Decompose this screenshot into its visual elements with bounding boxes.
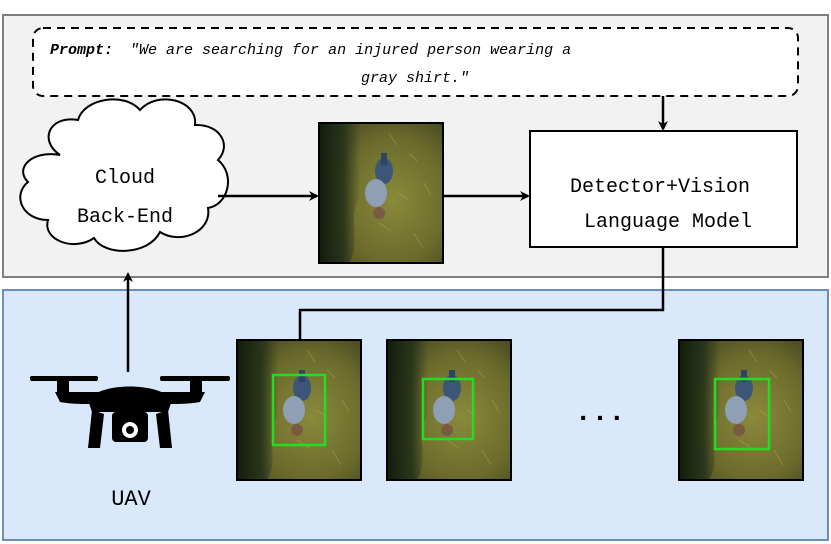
model-label-2: Language Model bbox=[584, 211, 752, 234]
detection-frame-2 bbox=[386, 339, 512, 481]
prompt-label: Prompt: bbox=[50, 42, 113, 59]
detection-frame-n bbox=[678, 339, 804, 481]
detection-frame-1 bbox=[236, 339, 362, 481]
bounding-box bbox=[271, 373, 327, 447]
cloud-label-1: Cloud bbox=[95, 167, 155, 190]
bounding-box bbox=[713, 377, 771, 451]
cloud-label-2: Back-End bbox=[77, 206, 173, 229]
prompt-line-1: Prompt: "We are searching for an injured… bbox=[50, 42, 571, 59]
cloud-icon bbox=[19, 98, 229, 252]
prompt-text-1: "We are searching for an injured person … bbox=[130, 42, 571, 59]
uav-label: UAV bbox=[111, 487, 151, 512]
prompt-line-2: gray shirt." bbox=[361, 70, 469, 87]
model-label-1: Detector+Vision bbox=[570, 176, 750, 199]
ellipsis: ... bbox=[575, 398, 625, 429]
aerial-image-input bbox=[318, 122, 444, 264]
model-box bbox=[529, 130, 798, 248]
bounding-box bbox=[421, 377, 475, 441]
prompt-box bbox=[32, 27, 799, 97]
drone-icon bbox=[30, 376, 230, 448]
